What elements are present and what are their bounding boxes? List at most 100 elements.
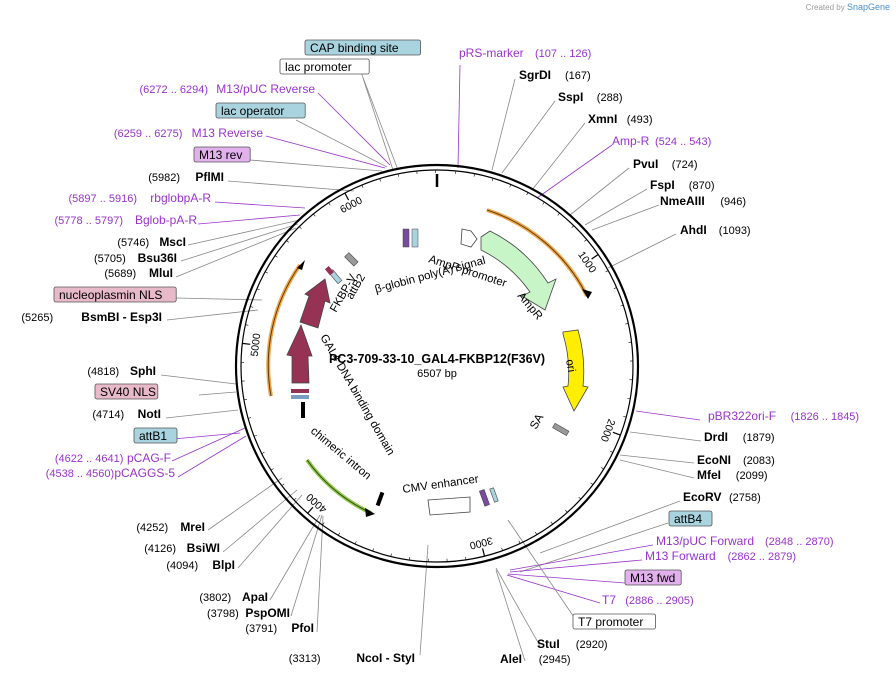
svg-text:Bsu36I: Bsu36I <box>138 251 177 265</box>
feature-box-nucleoplasmin-nls: nucleoplasmin NLS <box>53 286 177 303</box>
enzyme-label-pvui: PvuI (724) <box>633 157 697 171</box>
svg-text:BsmBI - Esp3I: BsmBI - Esp3I <box>81 310 162 324</box>
bp-tick <box>623 416 627 418</box>
svg-text:ApaI: ApaI <box>242 590 268 604</box>
plasmid-length: 6507 bp <box>417 368 457 380</box>
primer-label-m13-reverse: M13 Reverse(6259 .. 6275) <box>114 126 263 140</box>
enzyme-label-blpi: BlpI(4094) <box>166 558 235 572</box>
enzyme-label-drdi: DrdI(1879) <box>704 430 775 444</box>
svg-text:SspI: SspI <box>558 90 583 104</box>
svg-text:rbglobpA-R: rbglobpA-R <box>150 191 211 205</box>
inner-label-sa: SA <box>528 412 546 432</box>
inner-label-cmv: CMV enhancer <box>402 473 480 496</box>
bp-tick <box>578 496 582 500</box>
svg-text:(493): (493) <box>627 114 653 126</box>
primer-label-t7: T7(2886 .. 2905) <box>602 593 694 607</box>
svg-text:PvuI: PvuI <box>633 157 658 171</box>
feature-box-m13-fwd: M13 fwd <box>624 569 682 586</box>
bp-tick <box>344 192 350 201</box>
svg-text:(5705): (5705) <box>94 253 126 265</box>
bp-tick <box>591 253 599 260</box>
ampR-arrow <box>480 230 557 311</box>
svg-text:StuI: StuI <box>537 637 560 651</box>
sa-feature <box>552 422 570 437</box>
svg-text:(2886 .. 2905): (2886 .. 2905) <box>625 595 694 607</box>
enzyme-label-ahdi: AhdI(1093) <box>680 223 751 237</box>
enzyme-label-nmeaiii: NmeAIII(946) <box>660 194 746 208</box>
bp-tick <box>625 323 629 325</box>
svg-text:(167): (167) <box>565 70 591 82</box>
enzyme-label-pfoi: PfoI(3791) <box>245 621 314 635</box>
bp-tick <box>557 212 560 216</box>
svg-text:(724): (724) <box>672 159 698 171</box>
bp-tick-label: 3000 <box>468 534 494 551</box>
svg-text:(288): (288) <box>597 92 623 104</box>
svg-text:(3802): (3802) <box>199 592 231 604</box>
primer-label-prs-marker: pRS-marker (107 .. 126) <box>459 46 591 60</box>
primer-label-m13-puc-reverse: M13/pUC Reverse(6272 .. 6294) <box>140 82 316 96</box>
bp-tick-label: 4000 <box>304 491 330 516</box>
snapgene-credit: Created by SnapGene <box>805 2 890 12</box>
svg-text:M13 Reverse: M13 Reverse <box>192 126 264 140</box>
svg-text:(1879): (1879) <box>743 432 775 444</box>
primer-label-m13-forward: M13 Forward(2862 .. 2879) <box>645 549 796 563</box>
feature-box-cap-binding-site: CAP binding site <box>304 39 421 56</box>
svg-text:(1093): (1093) <box>719 225 751 237</box>
svg-text:(2862 .. 2879): (2862 .. 2879) <box>728 551 797 563</box>
bp-tick <box>565 509 568 513</box>
svg-text:Bglob-pA-R: Bglob-pA-R <box>135 213 197 227</box>
bp-tick <box>542 201 545 205</box>
ori-arrow <box>562 329 589 412</box>
svg-text:pRS-marker: pRS-marker <box>459 46 524 60</box>
feature-box-lac-operator: lac operator <box>215 102 306 119</box>
bp-tick <box>261 452 265 454</box>
bp-tick <box>501 547 503 551</box>
enzyme-label-bsmbi-esp3i: BsmBI - Esp3I(5265) <box>21 310 162 324</box>
svg-text:(4126): (4126) <box>144 543 176 555</box>
enzyme-label-econi: EcoNI(2083) <box>697 453 775 467</box>
svg-text:pCAGGS-5: pCAGGS-5 <box>114 466 175 480</box>
bp-tick <box>526 192 529 196</box>
bp-tick <box>605 270 609 273</box>
bp-tick <box>481 548 486 557</box>
enzyme-label-bsu36i: Bsu36I (5705) <box>94 251 177 265</box>
enzyme-label-stui: StuI(2920) <box>537 637 608 651</box>
enzyme-label-xmni: XmnI(493) <box>588 112 652 126</box>
primer-label-pbr322ori-f: pBR322ori-F(1826 .. 1845) <box>708 409 859 423</box>
leader-lines <box>160 58 702 662</box>
svg-text:BlpI: BlpI <box>212 558 235 572</box>
svg-text:(4818): (4818) <box>87 366 119 378</box>
bp-tick <box>610 450 614 453</box>
chimeric-intron-end <box>375 491 385 507</box>
enzyme-label-sgrdi: SgrDI(167) <box>519 68 591 82</box>
svg-text:M13 rev: M13 rev <box>199 148 242 162</box>
svg-text:MluI: MluI <box>149 266 173 280</box>
svg-text:(5897 .. 5916): (5897 .. 5916) <box>69 193 138 205</box>
svg-text:CAP binding site: CAP binding site <box>310 41 399 55</box>
gal4-arrow <box>286 323 313 384</box>
svg-text:(524 .. 543): (524 .. 543) <box>655 136 711 148</box>
primer-label-pcag-f: pCAG-F(4622 .. 4641) <box>55 451 171 465</box>
bp-tick <box>250 306 254 308</box>
bp-tick <box>243 399 247 401</box>
bp-tick <box>397 173 399 177</box>
svg-text:(2758): (2758) <box>729 492 761 504</box>
bp-tick <box>612 431 621 436</box>
svg-text:M13/pUC Forward: M13/pUC Forward <box>656 534 754 548</box>
bp-tick <box>584 239 587 242</box>
fkbp-arrow <box>299 278 331 329</box>
primer-label-rbglobpa-r: rbglobpA-R (5897 .. 5916) <box>69 191 212 205</box>
bp-tick <box>265 271 268 274</box>
bp-tick <box>613 287 617 289</box>
enzyme-label-apai: ApaI (3802) <box>199 590 268 604</box>
enzyme-label-mlui: MluI(5689) <box>104 266 173 280</box>
svg-text:NmeAIII: NmeAIII <box>660 194 705 208</box>
plasmid-name: PC3-709-33-10_GAL4-FKBP12(F36V) <box>329 352 545 366</box>
svg-text:MscI: MscI <box>159 235 186 249</box>
svg-text:(107 .. 126): (107 .. 126) <box>535 48 591 60</box>
bp-tick <box>245 324 249 326</box>
svg-text:(5746): (5746) <box>117 237 149 249</box>
bp-tick <box>256 288 260 291</box>
